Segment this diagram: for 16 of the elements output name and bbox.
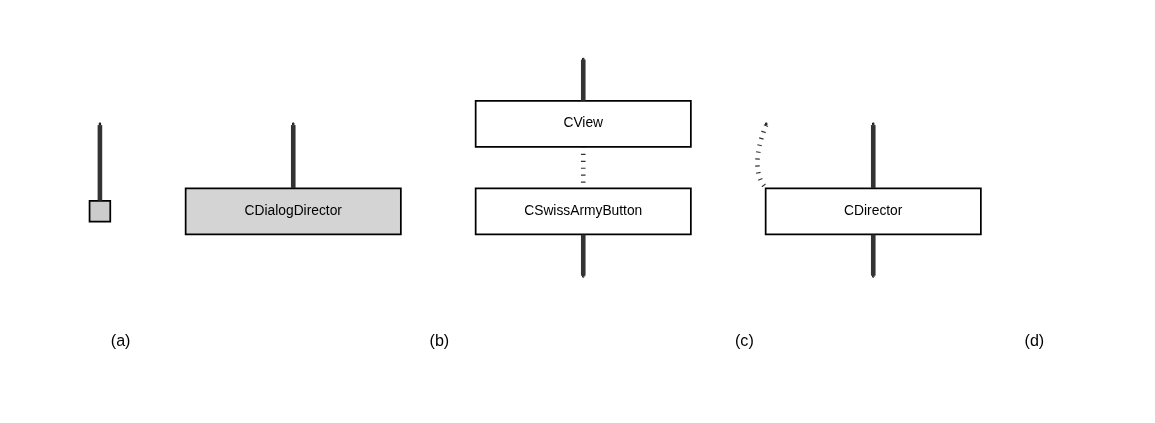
connector [97, 125, 103, 201]
connector [870, 125, 876, 188]
connector [755, 124, 769, 190]
node-box: CDirector [764, 187, 982, 236]
connector [290, 125, 296, 188]
label: (c) [734, 330, 754, 349]
label: (d) [1024, 330, 1045, 349]
connector [580, 234, 586, 276]
connector [870, 234, 876, 276]
node-box [88, 200, 112, 223]
label: (a) [110, 330, 131, 349]
connector [580, 59, 586, 101]
node-box: CSwissArmyButton [474, 187, 692, 236]
node-box: CView [474, 100, 692, 148]
node-box: CDialogDirector [184, 187, 402, 236]
label: (b) [429, 330, 450, 349]
